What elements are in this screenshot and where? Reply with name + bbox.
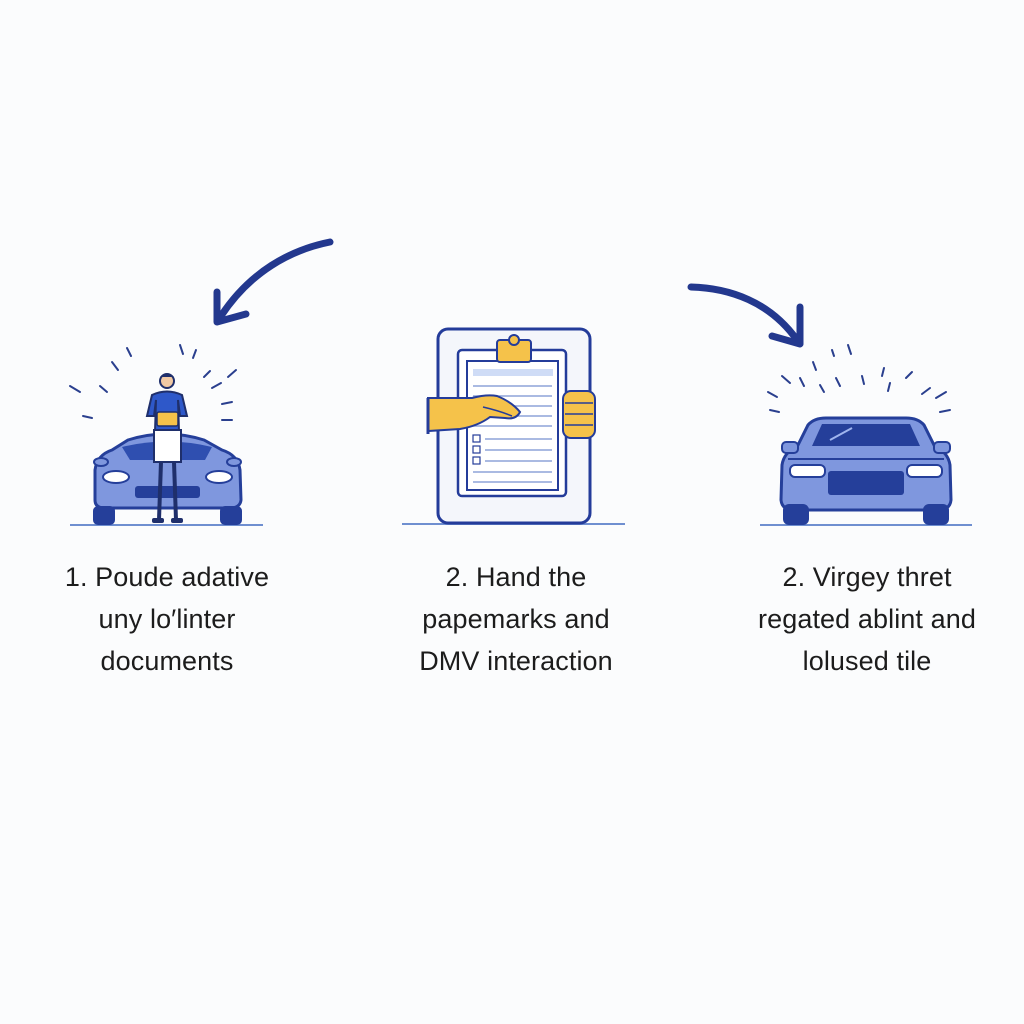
hand-holding-clipboard-icon: [402, 327, 625, 525]
step-1-line-3: documents: [100, 646, 234, 676]
step-3-line-1: 2. Virgey thret: [782, 562, 952, 592]
step-1-line-2: uny lo⁠′linter: [98, 604, 236, 634]
sparkle-lines: [767, 344, 951, 413]
step-2-caption: 2. Hand the papemarks and DMV interactio…: [366, 556, 666, 682]
step-2-line-3: DMV interaction: [419, 646, 613, 676]
step-1-line-1: 1. Poude adative: [64, 562, 270, 592]
sparkle-lines: [69, 344, 237, 421]
car-front-view-icon: [760, 344, 972, 526]
curved-arrow-down-right-icon: [687, 283, 804, 348]
step-1-caption: 1. Poude adative uny lo⁠′linter document…: [17, 556, 317, 682]
step-3-caption: 2. Virgey thret regated ablint and lolus…: [717, 556, 1017, 682]
step-3-line-2: regated ablint and: [758, 604, 976, 634]
step-2-line-1: 2. Hand the: [445, 562, 587, 592]
person-standing-by-car-icon: [69, 344, 263, 526]
step-3-line-3: lolused tile: [802, 646, 932, 676]
curved-arrow-down-left-icon: [213, 238, 334, 326]
step-2-line-2: papemarks and: [422, 604, 610, 634]
